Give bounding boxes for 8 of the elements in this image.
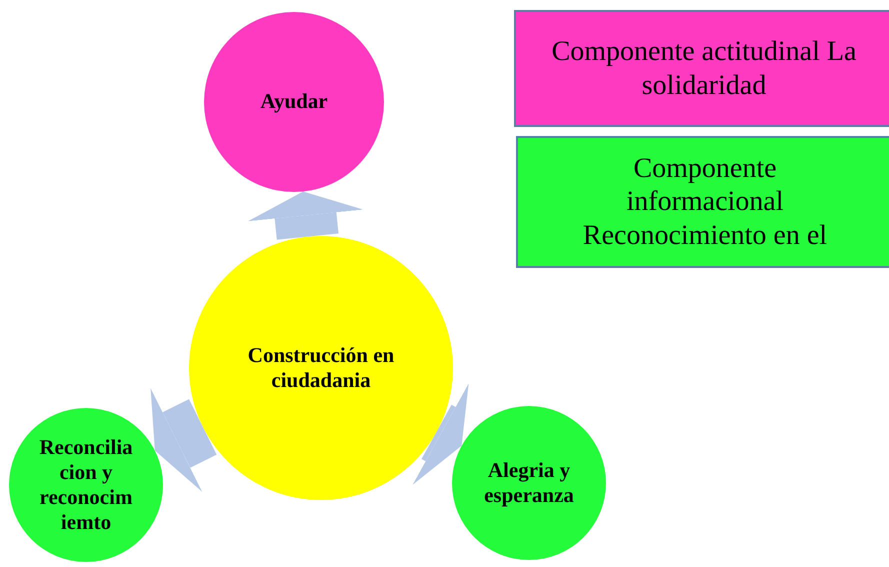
node-label: Ayudar [259, 89, 329, 115]
node-label: Componente actitudinal La solidaridad [550, 34, 858, 102]
text-box [516, 136, 889, 268]
node-label: Reconcilia cion y reconocim iemto [38, 434, 134, 536]
text-box [514, 10, 889, 127]
node-label: Construcción en ciudadania [246, 342, 396, 394]
node-label: Alegria y esperanza [483, 458, 575, 508]
node-label: Componente informacional Reconocimiento en el [582, 152, 828, 252]
